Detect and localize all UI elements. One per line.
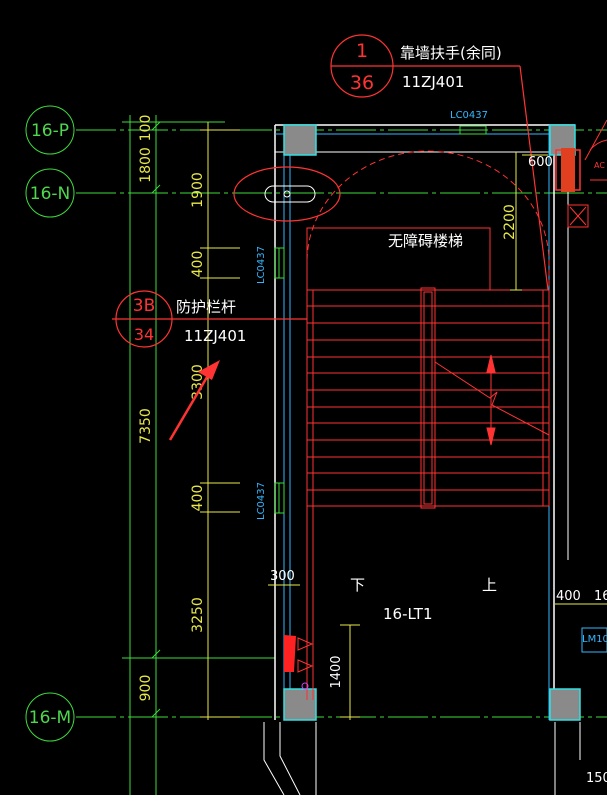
stair-down-label: 下	[350, 576, 365, 594]
stair-id: 16-LT1	[383, 605, 433, 623]
window-tag-top: LC0437	[450, 110, 488, 121]
grid-axis-label-m: 16-M	[29, 708, 71, 728]
small-dimension-lines	[268, 152, 607, 720]
stair-flight	[306, 150, 550, 700]
handrail-callout-ref: 11ZJ401	[402, 73, 464, 91]
stair-up-label: 上	[482, 576, 497, 594]
window-tag-left-lower: LC0437	[256, 482, 267, 520]
handrail-callout	[330, 34, 549, 291]
handrail-callout-title: 靠墙扶手(余同)	[400, 44, 502, 62]
inner-dimension-lines	[200, 122, 240, 720]
top-window	[459, 125, 487, 135]
dim-inner-1900: 1900	[190, 172, 206, 208]
handrail-callout-bottom: 36	[350, 72, 374, 94]
dim-outer-900: 900	[138, 675, 154, 702]
railing-callout-top: 3B	[133, 296, 155, 316]
dim-400: 400	[556, 589, 581, 604]
handrail-callout-top: 1	[356, 40, 368, 62]
railing-callout-bottom: 34	[134, 325, 154, 344]
right-tag-lm: LM102	[582, 634, 607, 645]
bottom-exterior	[263, 722, 581, 795]
right-side-elements	[555, 119, 607, 653]
dim-inner-400b: 400	[190, 485, 206, 512]
railing-callout-ref: 11ZJ401	[184, 327, 246, 345]
basin-fixture	[233, 166, 341, 222]
dim-inner-400: 400	[190, 251, 206, 278]
dim-300: 300	[270, 569, 295, 584]
left-dimension-lines	[122, 115, 275, 795]
stair-label: 无障碍楼梯	[388, 232, 463, 250]
walls	[274, 124, 575, 720]
dim-16: 16	[594, 589, 607, 604]
railing-callout-title: 防护栏杆	[176, 298, 236, 316]
dim-outer-7350: 7350	[138, 408, 154, 444]
dim-1400: 1400	[329, 655, 344, 688]
dim-150: 150	[586, 771, 607, 786]
grid-axis-label-p: 16-P	[31, 121, 69, 141]
dim-outer-1800: 1800	[138, 147, 154, 183]
pointer-arrow	[168, 360, 220, 441]
door-marker	[284, 635, 314, 690]
left-windows	[274, 247, 285, 514]
grid-axis-label-n: 16-N	[30, 184, 70, 204]
right-tag-ac: AC	[594, 161, 605, 170]
dim-2200: 2200	[502, 204, 518, 240]
dim-inner-3250: 3250	[190, 597, 206, 633]
dim-600: 600	[528, 155, 553, 170]
railing-callout	[112, 290, 307, 348]
window-tag-left-upper: LC0437	[256, 246, 267, 284]
dim-outer-100: 100	[138, 115, 154, 142]
